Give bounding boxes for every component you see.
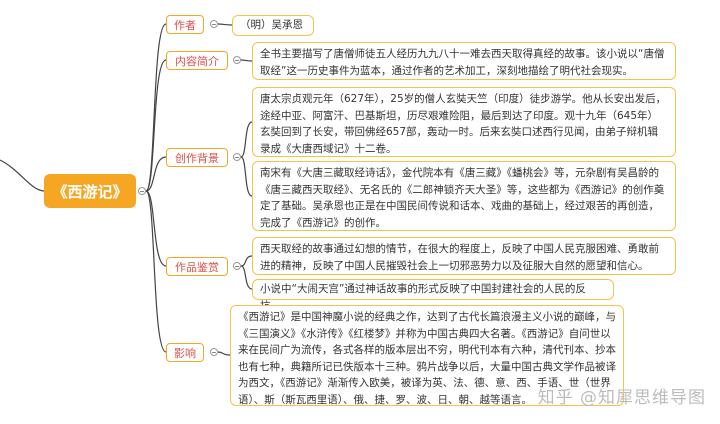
category-summary-collapse-icon[interactable]	[233, 56, 241, 64]
leaf-author-text: （明）吴承恩	[240, 19, 303, 31]
connector-author	[217, 23, 233, 26]
leaf-influence-text: 《西游记》是中国神魔小说的经典之作，达到了古代长篇浪漫主义小说的巅峰，与《三国演…	[238, 311, 616, 406]
category-appreciation-label: 作品鉴赏	[175, 260, 219, 274]
category-author-label: 作者	[174, 18, 196, 32]
connector-background-1	[240, 121, 253, 158]
leaf-influence[interactable]: 《西游记》是中国神魔小说的经典之作，达到了古代长篇浪漫主义小说的巅峰，与《三国演…	[230, 305, 624, 406]
category-appreciation-collapse-icon[interactable]	[233, 262, 241, 270]
connector-appreciation-1	[240, 255, 253, 267]
connector-influence	[217, 351, 231, 356]
category-summary-label: 内容简介	[175, 54, 219, 68]
category-appreciation[interactable]: 作品鉴赏	[166, 257, 228, 276]
category-influence-label: 影响	[174, 346, 196, 360]
leaf-summary[interactable]: 全书主要描写了唐僧师徒五人经历九九八十一难去西天取得真经的故事。该小说以“唐僧取…	[252, 42, 676, 80]
connector-appreciation-2	[240, 265, 253, 290]
leaf-appreciation-2[interactable]: 小说中“大闹天宫”通过神话故事的形式反映了中国封建社会的人民的反抗。	[252, 279, 614, 312]
category-background-label: 创作背景	[175, 151, 219, 165]
leaf-author[interactable]: （明）吴承恩	[232, 15, 314, 36]
category-background-collapse-icon[interactable]	[233, 153, 241, 161]
connector-root-influence	[145, 190, 167, 353]
leaf-background-1-text: 唐太宗贞观元年（627年），25岁的僧人玄奘天竺（印度）徒步游学。他从长安出发后…	[260, 93, 667, 155]
category-author[interactable]: 作者	[166, 15, 204, 34]
leaf-appreciation-1-text: 西天取经的故事通过幻想的情节，在很大的程度上，反映了中国人民克服困难、勇敢前进的…	[260, 243, 659, 272]
category-influence[interactable]: 影响	[166, 343, 204, 362]
category-influence-collapse-icon[interactable]	[210, 348, 218, 356]
connector-root-summary	[145, 59, 167, 192]
connector-incoming	[0, 159, 45, 192]
category-background[interactable]: 创作背景	[166, 148, 228, 167]
leaf-summary-text: 全书主要描写了唐僧师徒五人经历九九八十一难去西天取得真经的故事。该小说以“唐僧取…	[260, 48, 665, 77]
root-node[interactable]: 《西游记》	[44, 174, 136, 208]
category-author-collapse-icon[interactable]	[210, 20, 218, 28]
watermark: 知乎 @知犀思维导图	[537, 388, 706, 408]
leaf-appreciation-1[interactable]: 西天取经的故事通过幻想的情节，在很大的程度上，反映了中国人民克服困难、勇敢前进的…	[252, 237, 676, 275]
connector-root-appreciation	[145, 190, 167, 267]
leaf-background-2[interactable]: 南宋有《大唐三藏取经诗话》，金代院本有《唐三藏》《蟠桃会》等，元杂剧有吴昌龄的《…	[252, 161, 676, 231]
connector-summary	[240, 59, 253, 62]
leaf-background-2-text: 南宋有《大唐三藏取经诗话》，金代院本有《唐三藏》《蟠桃会》等，元杂剧有吴昌龄的《…	[260, 167, 665, 229]
root-label: 《西游记》	[52, 182, 128, 201]
connector-root-background	[145, 156, 167, 192]
category-summary[interactable]: 内容简介	[166, 51, 228, 70]
root-collapse-icon[interactable]	[138, 187, 146, 195]
connector-background-2	[240, 156, 253, 197]
leaf-background-1[interactable]: 唐太宗贞观元年（627年），25岁的僧人玄奘天竺（印度）徒步游学。他从长安出发后…	[252, 87, 676, 157]
